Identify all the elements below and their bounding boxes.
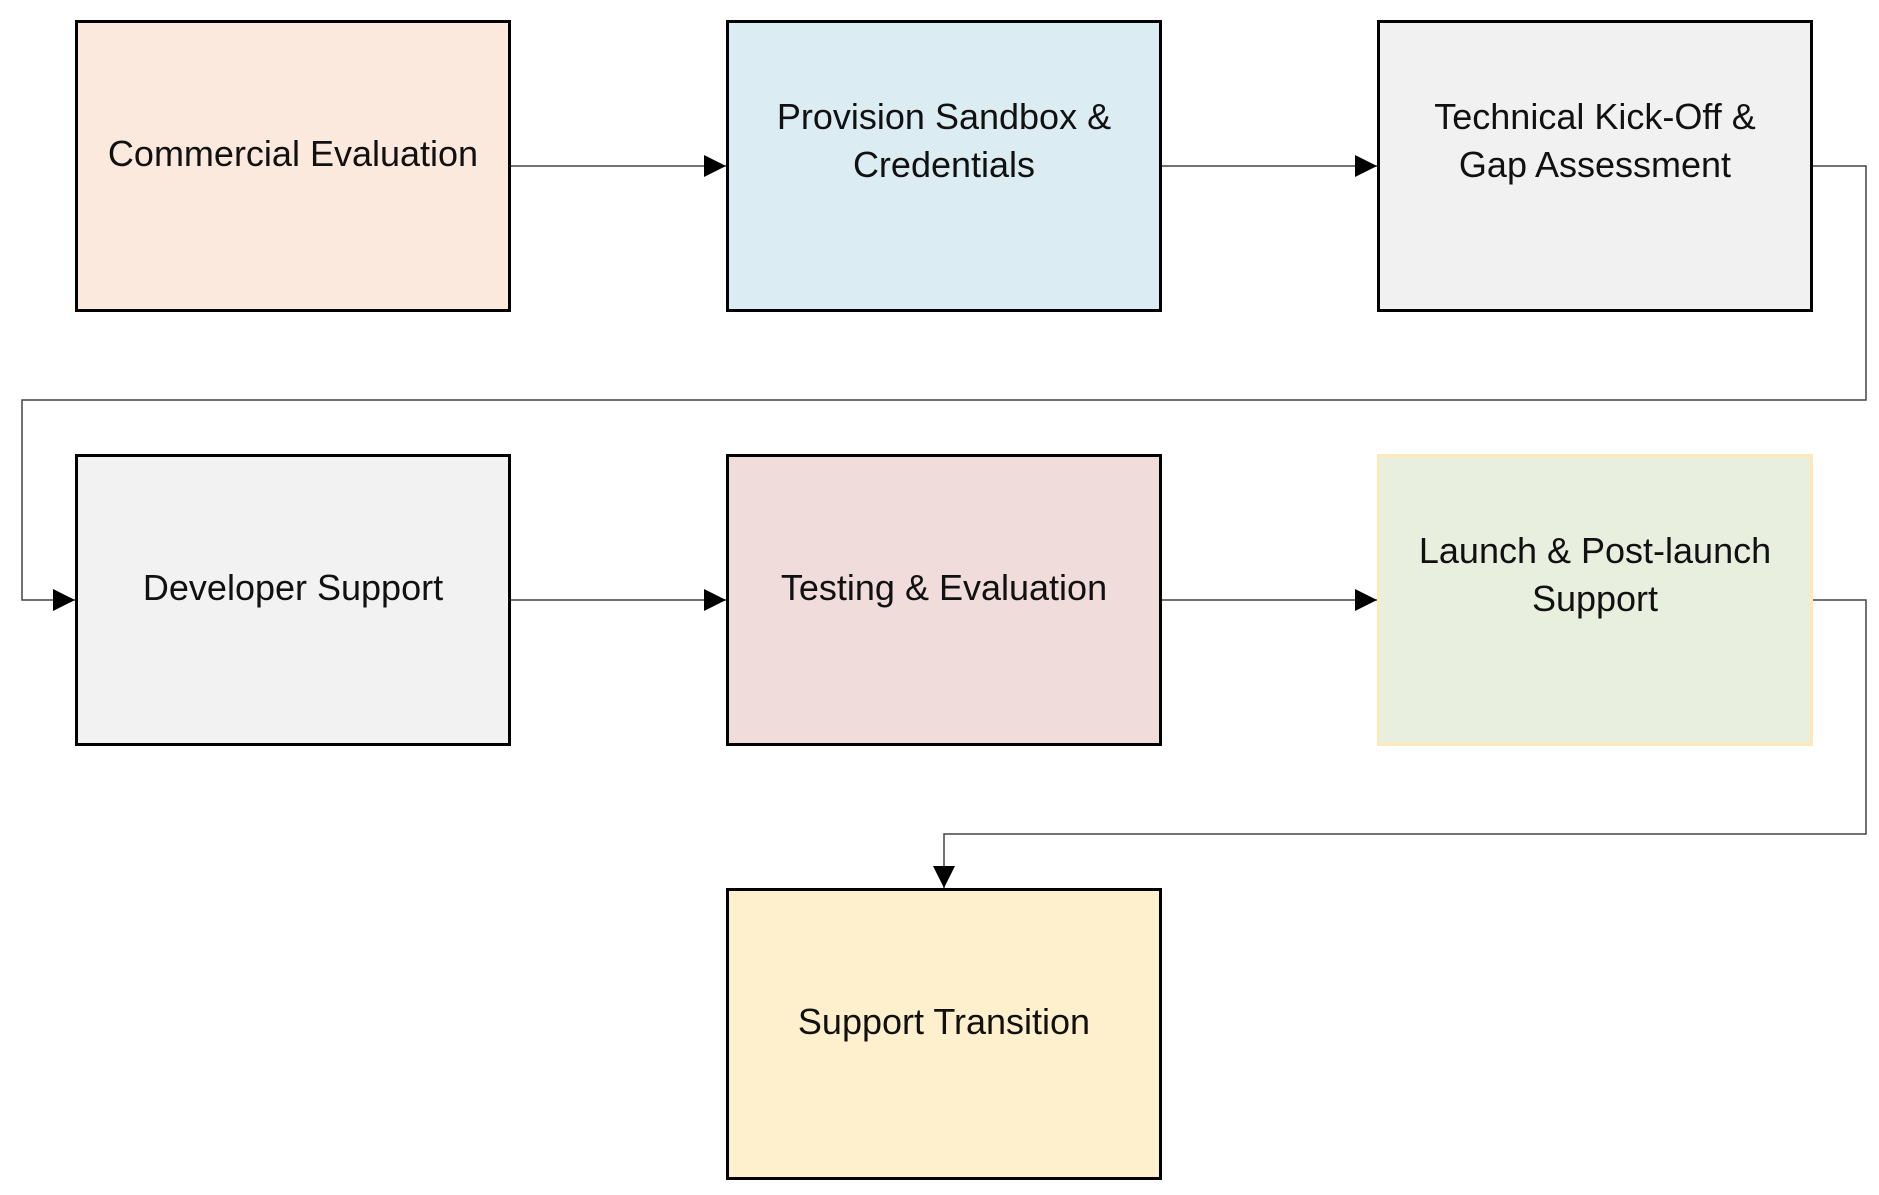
step-support-transition: Support Transition	[726, 888, 1162, 1180]
connector-kickoff-to-developer	[21, 165, 1867, 611]
step-technical-kickoff: Technical Kick-Off & Gap Assessment	[1377, 20, 1813, 312]
step-label: Developer Support	[142, 566, 444, 608]
step-developer-support: Developer Support	[75, 454, 511, 746]
step-testing-evaluation: Testing & Evaluation	[726, 454, 1162, 746]
step-label: Commercial Evaluation	[107, 132, 479, 174]
step-commercial-evaluation: Commercial Evaluation	[75, 20, 511, 312]
step-label: Support Transition	[797, 1000, 1091, 1042]
step-label: Launch & Post-launch Support	[1418, 530, 1772, 619]
step-label: Testing & Evaluation	[780, 566, 1108, 608]
step-label: Technical Kick-Off & Gap Assessment	[1434, 96, 1756, 185]
connector-launch-to-transition	[933, 599, 1867, 888]
step-launch-post-launch: Launch & Post-launch Support	[1377, 454, 1813, 746]
step-label: Provision Sandbox & Credentials	[776, 96, 1112, 185]
step-provision-sandbox: Provision Sandbox & Credentials	[726, 20, 1162, 312]
